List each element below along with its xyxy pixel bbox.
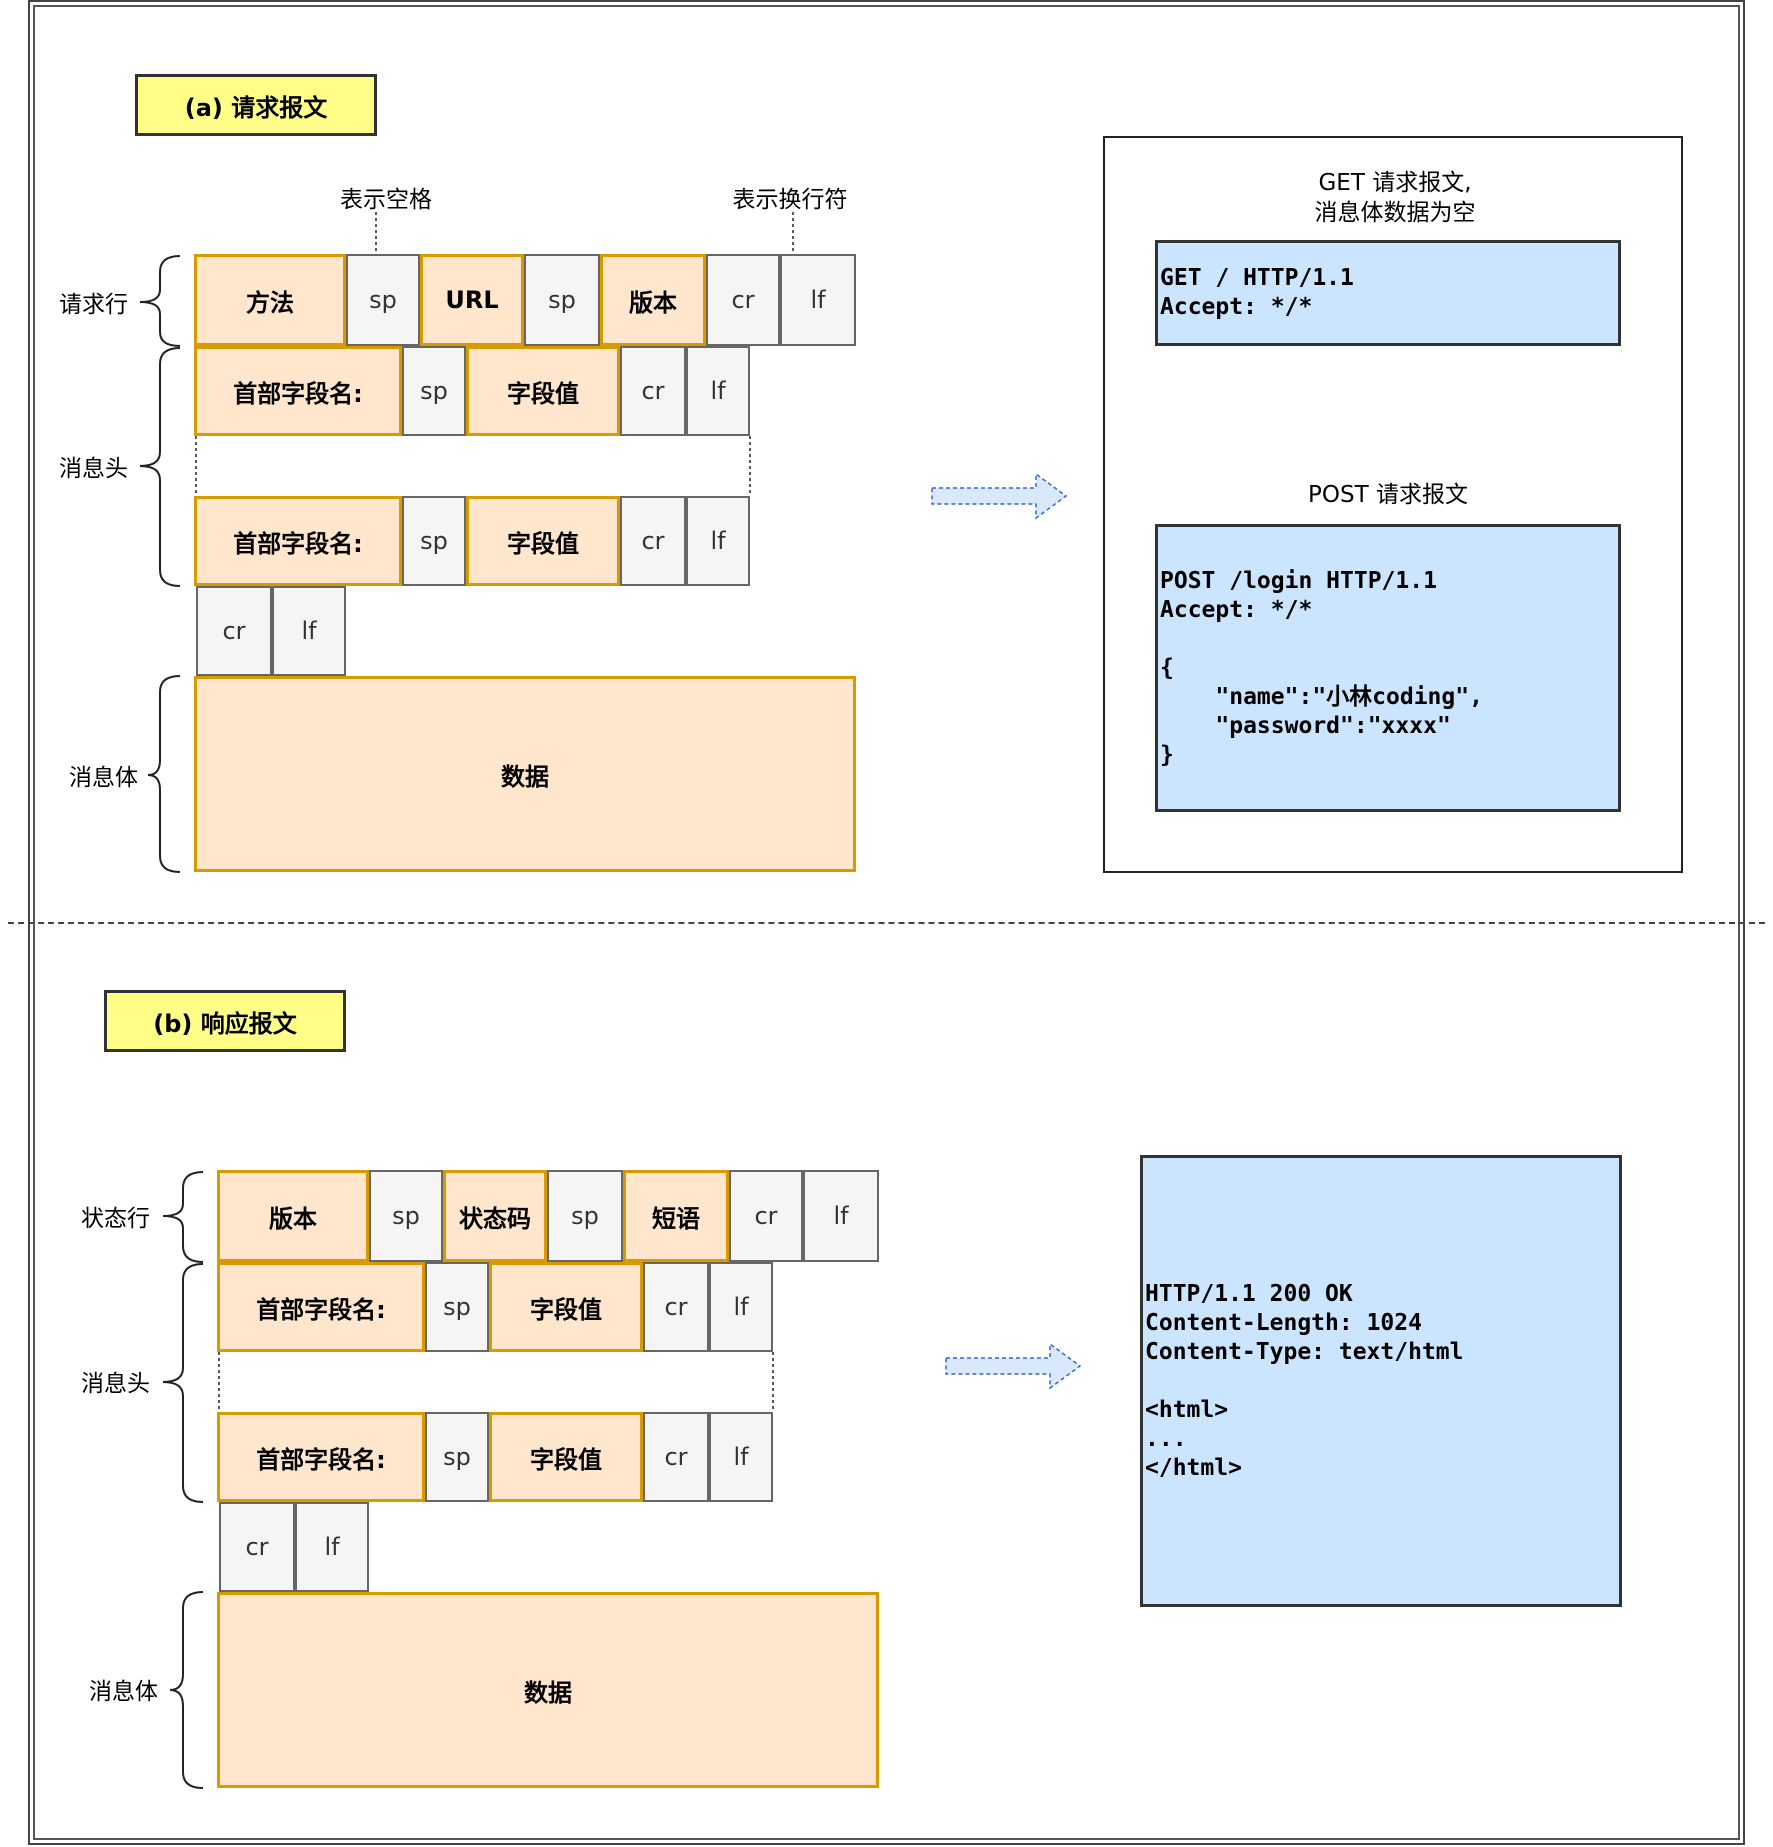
code-line: } [1160,741,1174,768]
note-space: 表示空格 [340,187,432,213]
token-lf: lf [780,254,856,346]
token-cr: cr [620,496,686,586]
code-line: "password":"xxxx" [1160,712,1451,739]
token-sp: sp [425,1412,489,1502]
brace-response-body [169,1591,204,1789]
token-lf: lf [295,1502,369,1592]
label-request-line: 请求行 [59,292,128,318]
request-title: (a) 请求报文 [135,74,377,136]
arrow-right-icon [945,1342,1082,1390]
token-lf: lf [709,1262,773,1352]
brace-status-line [162,1171,204,1263]
token-cr: cr [643,1412,709,1502]
code-line: ... [1145,1425,1187,1452]
label-body: 消息体 [69,765,138,791]
field-phrase: 短语 [623,1170,729,1262]
field-body-data: 数据 [194,676,856,872]
field-header-value: 字段值 [489,1412,643,1502]
code-line: Accept: */* [1160,294,1313,320]
brace-request-line [139,255,181,347]
code-line: </html> [1145,1454,1242,1481]
token-sp: sp [425,1262,489,1352]
label-status-line: 状态行 [81,1206,150,1232]
token-lf: lf [686,496,750,586]
token-cr: cr [219,1502,295,1592]
field-method: 方法 [194,254,346,346]
field-header-name: 首部字段名: [194,496,402,586]
brace-request-body [147,675,181,873]
field-url: URL [420,254,524,346]
post-request-code: POST /login HTTP/1.1 Accept: */* { "name… [1155,524,1621,812]
response-title: (b) 响应报文 [104,990,346,1052]
token-cr: cr [706,254,780,346]
field-version: 版本 [217,1170,369,1262]
brace-request-headers [139,347,181,587]
response-code: HTTP/1.1 200 OK Content-Length: 1024 Con… [1140,1155,1622,1607]
token-sp: sp [402,346,466,436]
arrow-right-icon [931,472,1068,520]
token-cr: cr [196,586,272,676]
token-lf: lf [803,1170,879,1262]
get-caption-line: 消息体数据为空 [1314,200,1476,226]
field-status-code: 状态码 [443,1170,547,1262]
get-caption-line: GET 请求报文, [1318,170,1472,196]
field-header-name: 首部字段名: [217,1262,425,1352]
code-line: HTTP/1.1 200 OK [1145,1280,1353,1307]
token-lf: lf [709,1412,773,1502]
code-line: <html> [1145,1396,1229,1423]
field-header-value: 字段值 [489,1262,643,1352]
token-sp: sp [547,1170,623,1262]
token-sp: sp [402,496,466,586]
label-headers: 消息头 [81,1371,150,1397]
token-sp: sp [524,254,600,346]
field-header-name: 首部字段名: [194,346,402,436]
post-caption: POST 请求报文 [1308,482,1468,508]
field-version: 版本 [600,254,706,346]
section-divider [8,922,1765,924]
field-header-name: 首部字段名: [217,1412,425,1502]
token-cr: cr [729,1170,803,1262]
code-line: Accept: */* [1160,596,1313,623]
token-cr: cr [643,1262,709,1352]
get-request-code: GET / HTTP/1.1 Accept: */* [1155,240,1621,346]
code-line: Content-Length: 1024 [1145,1309,1422,1336]
code-line: "name":"小林coding", [1160,683,1483,710]
field-body-data: 数据 [217,1592,879,1788]
code-line: { [1160,654,1174,681]
code-line: GET / HTTP/1.1 [1160,265,1354,291]
get-caption: GET 请求报文, 消息体数据为空 [1155,168,1635,228]
field-header-value: 字段值 [466,496,620,586]
label-headers: 消息头 [59,456,128,482]
note-newline: 表示换行符 [732,187,848,213]
token-cr: cr [620,346,686,436]
token-sp: sp [346,254,420,346]
brace-response-headers [162,1263,204,1503]
field-header-value: 字段值 [466,346,620,436]
token-sp: sp [369,1170,443,1262]
code-line: Content-Type: text/html [1145,1338,1464,1365]
label-body: 消息体 [89,1679,158,1705]
token-lf: lf [272,586,346,676]
token-lf: lf [686,346,750,436]
code-line: POST /login HTTP/1.1 [1160,567,1437,594]
